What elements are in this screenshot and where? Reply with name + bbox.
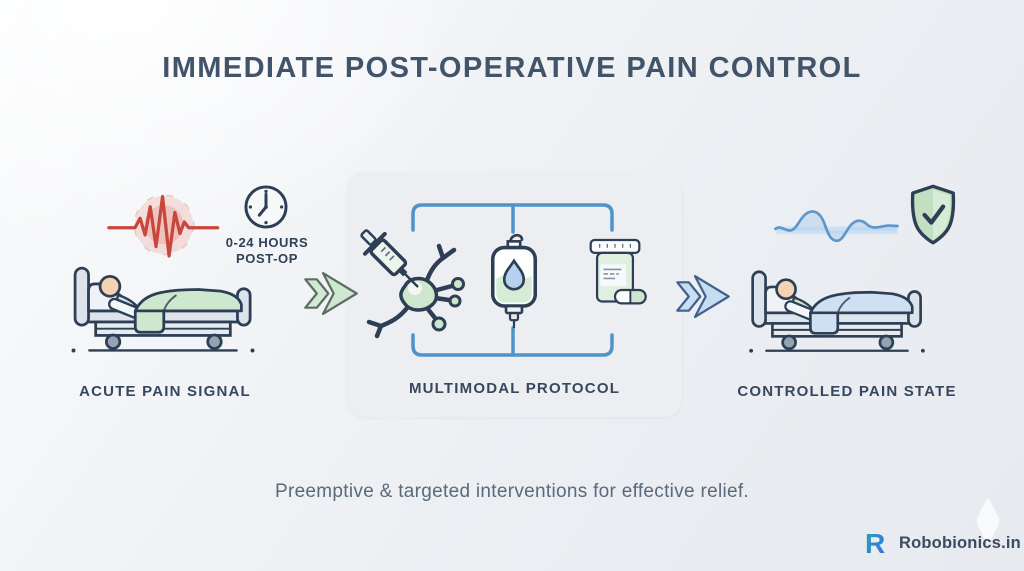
page-title: IMMEDIATE POST-OPERATIVE PAIN CONTROL	[162, 52, 862, 84]
pain-waveform-icon	[107, 194, 220, 258]
iv-bag-icon	[490, 233, 538, 329]
clock-icon	[244, 185, 288, 229]
protocol-panel: MULTIMODAL PROTOCOL	[347, 172, 682, 417]
bracket-bottom-icon	[411, 326, 614, 357]
brand-logo: R Robobionics.in	[864, 528, 1021, 558]
blue-chevron-arrow-icon	[676, 274, 730, 319]
acute-pain-label: ACUTE PAIN SIGNAL	[79, 383, 251, 400]
green-chevron-arrow-icon	[304, 271, 358, 316]
shield-check-icon	[910, 184, 956, 245]
multimodal-label: MULTIMODAL PROTOCOL	[408, 380, 621, 397]
timeframe-line2: POST-OP	[236, 251, 298, 267]
pill-bottle-icon	[589, 238, 647, 305]
controlled-pain-label: CONTROLLED PAIN STATE	[737, 383, 957, 400]
brand-r-icon: R	[865, 528, 885, 558]
tagline: Preemptive & targeted interventions for …	[274, 481, 750, 502]
calm-waveform-icon	[774, 210, 899, 243]
syringe-icon	[360, 229, 419, 288]
bracket-top-icon	[411, 203, 614, 357]
patient-bed-icon	[71, 266, 255, 353]
postop-timeframe: 0-24 HOURS POST-OP	[212, 235, 322, 268]
brand-name: Robobionics.in	[899, 533, 1021, 552]
timeframe-line1: 0-24 HOURS	[225, 235, 309, 250]
svg-text:R: R	[865, 528, 885, 558]
patient-bed-icon	[749, 270, 925, 353]
nerve-injection-icon	[360, 229, 465, 339]
